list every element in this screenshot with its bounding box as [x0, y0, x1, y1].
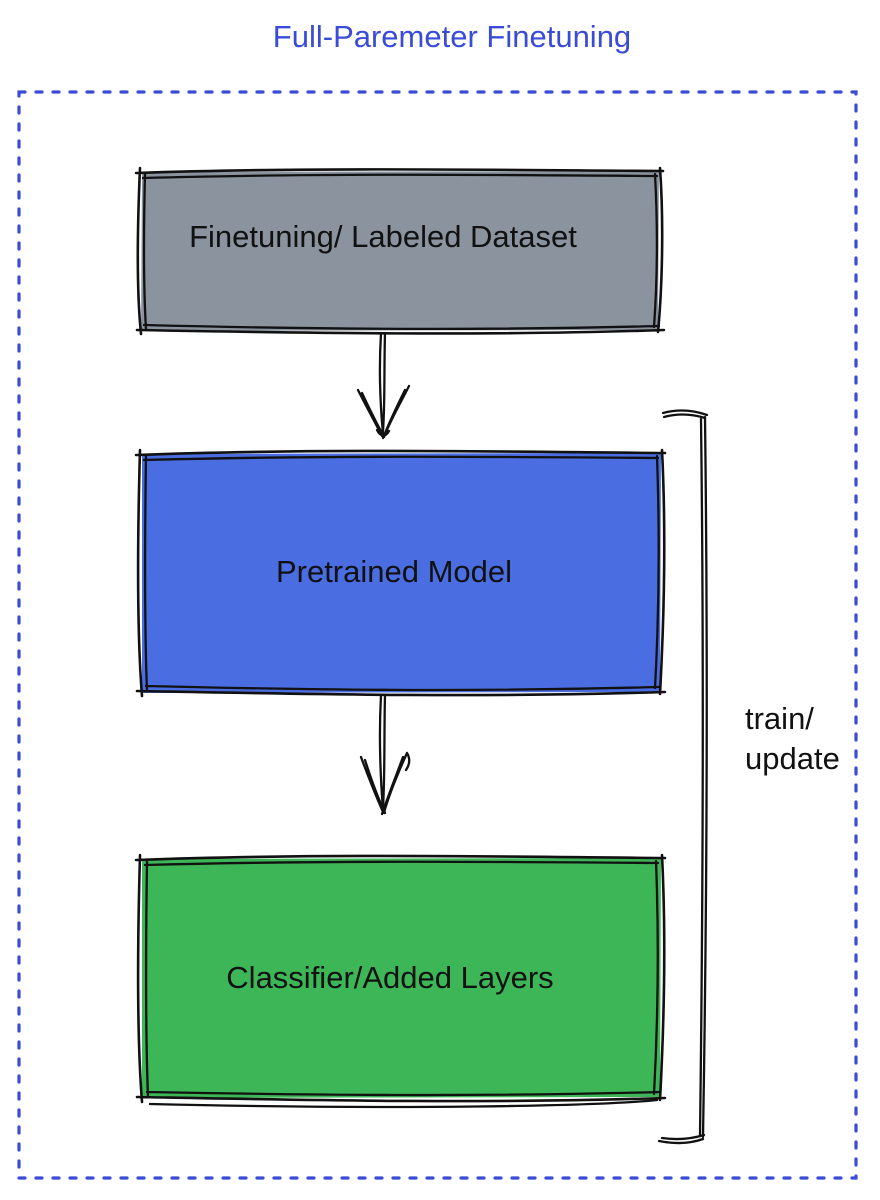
classifier-added-layers-box: Classifier/Added Layers [134, 853, 667, 1109]
classifier-added-layers-box-fill [142, 858, 661, 1098]
finetuning-dataset-box-outline [134, 166, 666, 336]
finetuning-dataset-box-label: Finetuning/ Labeled Dataset [189, 219, 577, 254]
classifier-added-layers-box-outline [134, 853, 667, 1104]
train-update-bracket: train/ update [657, 409, 840, 1145]
pretrained-model-box-fill [142, 453, 661, 693]
pretrained-model-box-label: Pretrained Model [276, 554, 512, 589]
classifier-added-layers-box-label: Classifier/Added Layers [226, 960, 553, 995]
pretrained-model-box-outline [134, 448, 667, 698]
pretrained-model-box: Pretrained Model [134, 448, 667, 698]
arrow-head-down-icon [359, 751, 411, 816]
bracket-label-line1: train/ [745, 701, 814, 736]
finetuning-dataset-box-fill [141, 171, 659, 331]
arrow-shaft [378, 331, 387, 436]
arrow-shaft [378, 693, 387, 812]
bracket-top-arm [661, 409, 709, 420]
bracket-label-line2: update [745, 741, 840, 776]
finetuning-dataset-box-outline-2 [141, 172, 661, 331]
arrow-head-down-icon [356, 384, 411, 440]
bracket-vertical-line [698, 415, 708, 1139]
finetuning-dataset-box: Finetuning/ Labeled Dataset [134, 166, 666, 336]
diagram-title: Full-Paremeter Finetuning [273, 19, 631, 54]
dashed-container-border [17, 90, 858, 1180]
arrow-pretrained-to-classifier [359, 693, 411, 816]
bracket-bottom-arm [657, 1133, 706, 1145]
classifier-added-layers-box-outline-2 [143, 859, 662, 1109]
arrow-dataset-to-pretrained [356, 331, 411, 440]
pretrained-model-box-outline-2 [142, 454, 661, 693]
